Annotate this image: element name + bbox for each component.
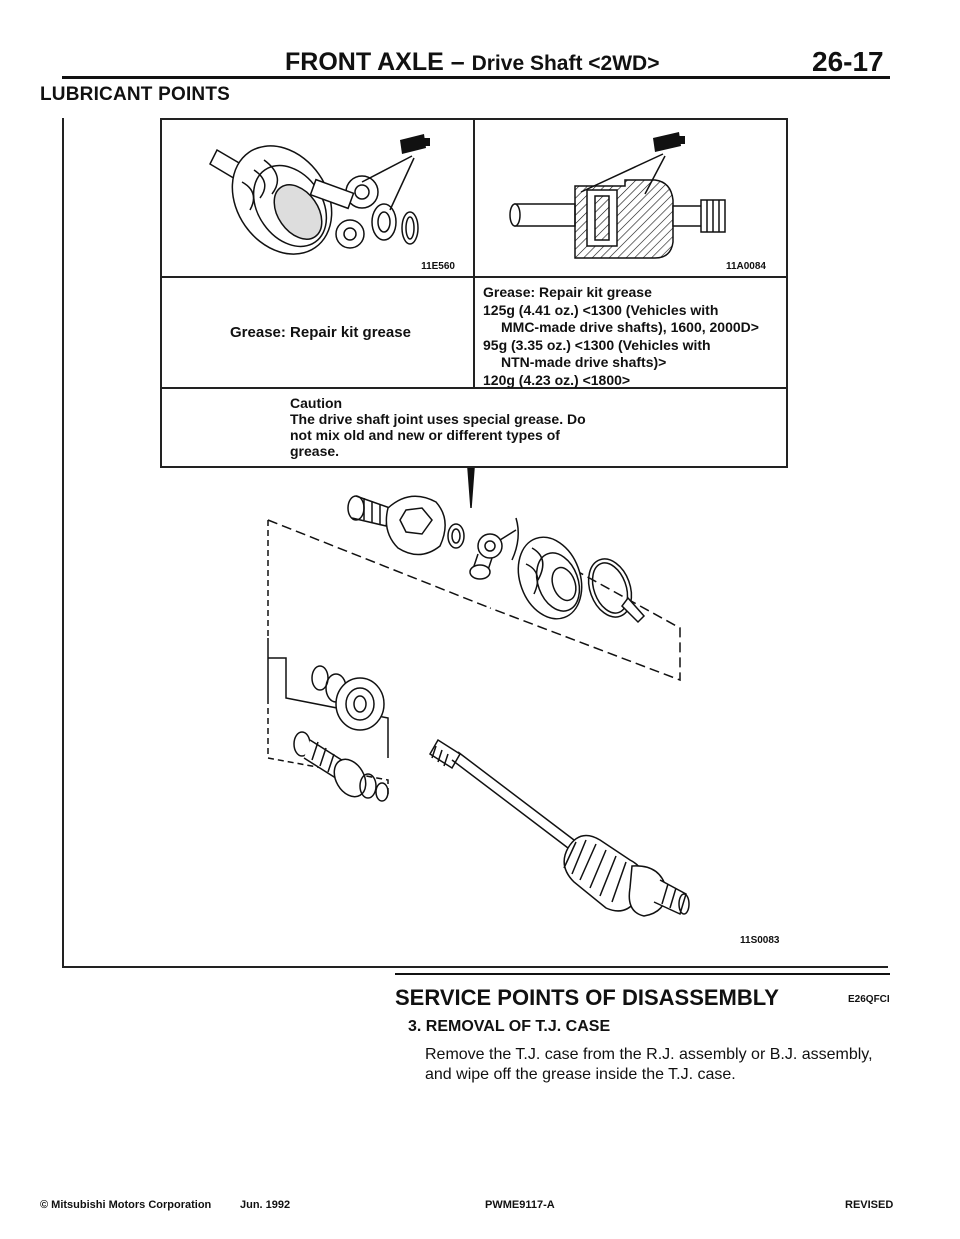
image-code-left: 11E560 xyxy=(421,261,455,272)
page-title: FRONT AXLE – Drive Shaft <2WD> xyxy=(285,48,660,77)
figure-frame xyxy=(62,118,888,968)
table-cell-grease-right: Grease: Repair kit grease 125g (4.41 oz.… xyxy=(475,278,786,389)
section-label: LUBRICANT POINTS xyxy=(40,84,231,105)
grease-tube-icon xyxy=(653,132,685,152)
step-body: Remove the T.J. case from the R.J. assem… xyxy=(425,1046,873,1083)
pointer-arrow xyxy=(467,468,475,509)
page-title-main: FRONT AXLE xyxy=(285,48,444,76)
table-cell-image-left: 11E560 xyxy=(162,120,475,278)
page-title-sub: Drive Shaft <2WD> xyxy=(471,52,660,75)
tripod-joint-illustration xyxy=(209,134,430,255)
grease-spec-line: NTN-made drive shafts)> xyxy=(501,354,667,370)
page-number: 26-17 xyxy=(812,46,884,77)
boot-part xyxy=(517,536,583,620)
service-heading: SERVICE POINTS OF DISASSEMBLY xyxy=(395,985,779,1010)
grease-spec-line: MMC-made drive shafts), 1600, 2000D> xyxy=(501,319,759,335)
table-cell-grease-left: Grease: Repair kit grease xyxy=(162,278,475,389)
boot-band-part xyxy=(587,558,646,624)
step-title: 3. REMOVAL OF T.J. CASE xyxy=(408,1018,611,1035)
footer-doc-number: PWME9117-A xyxy=(485,1199,555,1211)
table-cell-caution: Caution The drive shaft joint uses speci… xyxy=(162,389,786,466)
grease-spec-left: Grease: Repair kit grease xyxy=(230,324,411,341)
grease-spec-line: 95g (3.35 oz.) <1300 (Vehicles with xyxy=(483,336,711,353)
page-header: FRONT AXLE – Drive Shaft <2WD> 26-17 xyxy=(0,0,960,80)
lubricant-table: 11E560 xyxy=(160,118,788,468)
service-code: E26QFCI xyxy=(848,994,890,1005)
table-cell-image-right: 11A0084 xyxy=(475,120,786,278)
footer-copyright: © Mitsubishi Motors Corporation xyxy=(40,1199,212,1211)
grease-spec-right: Grease: Repair kit grease 125g (4.41 oz.… xyxy=(483,284,759,389)
diagram-code: 11S0083 xyxy=(740,935,780,946)
grease-spec-line: 125g (4.41 oz.) <1300 (Vehicles with xyxy=(483,301,719,318)
drive-shaft-part xyxy=(428,738,690,917)
tj-case-cross-section xyxy=(509,132,726,259)
footer-date: Jun. 1992 xyxy=(240,1199,291,1211)
caution-note: Caution The drive shaft joint uses speci… xyxy=(290,395,586,459)
snap-ring-part xyxy=(447,523,465,549)
caution-title: Caution xyxy=(290,395,343,411)
drive-shaft-exploded-diagram xyxy=(267,468,690,917)
page-title-dash: – xyxy=(443,48,472,76)
caution-line: The drive shaft joint uses special greas… xyxy=(290,411,586,427)
spider-assembly-part xyxy=(469,517,519,580)
image-code-right: 11A0084 xyxy=(725,261,766,272)
header-divider xyxy=(62,76,890,79)
tj-case-part xyxy=(347,495,446,556)
grease-spec-line: Grease: Repair kit grease xyxy=(483,284,652,300)
bj-assembly-part xyxy=(293,731,389,802)
footer-status: REVISED xyxy=(845,1199,894,1211)
caution-line: not mix old and new or different types o… xyxy=(290,427,560,443)
section-divider xyxy=(395,973,890,975)
grease-spec-line: 120g (4.23 oz.) <1800> xyxy=(483,371,631,388)
caution-line: grease. xyxy=(290,443,340,459)
rj-assembly-part xyxy=(311,665,385,731)
grease-tube-icon xyxy=(400,134,430,154)
